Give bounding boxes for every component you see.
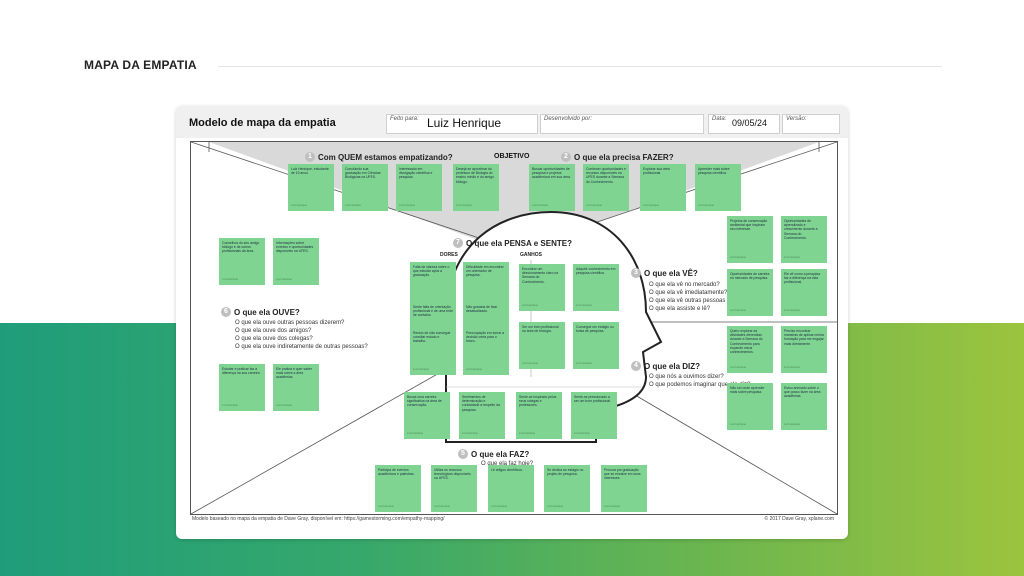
section-number-badge: 7 xyxy=(453,238,463,248)
date-field[interactable]: Data: 09/05/24 xyxy=(708,114,780,134)
does-question-1: O que ela faz hoje? xyxy=(481,461,534,467)
sees-question-1: O que ela vê no mercado? xyxy=(649,282,720,288)
gains-label: GANHOS xyxy=(520,252,542,258)
sticky-note[interactable]: Aprender mais sobre pesquisa científica.… xyxy=(695,164,741,211)
sticky-note[interactable]: Busca uma carreira significativa na área… xyxy=(404,392,450,439)
sticky-note[interactable]: Projetos de conservação ambiental que in… xyxy=(727,216,773,263)
sticky-note[interactable]: Interessado em divulgação científica e p… xyxy=(396,164,442,211)
section-does-label: O que ela FAZ? xyxy=(471,449,530,459)
made-for-field[interactable]: Feito para: Luiz Henrique xyxy=(386,114,538,134)
says-question-2: O que podemos imaginar que ela diz? xyxy=(649,382,751,388)
section-hears-title: 6 O que ela OUVE? xyxy=(221,307,300,317)
sticky-note[interactable]: Utiliza os recursos tecnológicos disponí… xyxy=(431,465,477,512)
date-label: Data: xyxy=(712,116,727,122)
hears-question-2: O que ela ouve dos amigos? xyxy=(235,328,312,334)
sticky-note[interactable]: Adquirir conhecimento em pesquisa cientí… xyxy=(573,264,619,311)
section-who-title: 1 Com QUEM estamos empatizando? xyxy=(305,152,453,162)
objective-label: OBJETIVO xyxy=(494,153,530,160)
sees-question-4: O que ela assiste e lê? xyxy=(649,306,711,312)
section-sees-label: O que ela VÊ? xyxy=(644,268,698,278)
sticky-note[interactable]: Ele pratica e quer saber mais sobre a ár… xyxy=(273,364,319,411)
empathy-map-canvas: OBJETIVO 1 Com QUEM estamos empatizando?… xyxy=(190,141,838,515)
sticky-note[interactable]: Receio de não conseguir conciliar estudo… xyxy=(410,328,456,375)
sticky-note[interactable]: Sentimentos de determinação e curiosidad… xyxy=(459,392,505,439)
sticky-note[interactable]: Sente-se inspirado pelos seus colegas e … xyxy=(516,392,562,439)
section-do-label: O que ela precisa FAZER? xyxy=(574,152,674,162)
date-value: 09/05/24 xyxy=(732,118,768,128)
empathy-map-card: Modelo de mapa da empatia Feito para: Lu… xyxy=(176,106,848,539)
sticky-note[interactable]: Informações sobre eventos e oportunidade… xyxy=(273,238,319,285)
sticky-note[interactable]: Estudar e praticar faz a diferença na su… xyxy=(219,364,265,411)
sticky-note[interactable]: Explorar sua área profissional.Luiz Henr… xyxy=(640,164,686,211)
sticky-note[interactable]: Ele vê como a pesquisa faz a diferença n… xyxy=(781,269,827,316)
sticky-note[interactable]: Preciso encontrar maneiras de aplicar mi… xyxy=(781,326,827,373)
sticky-note[interactable]: Estou animado sobre o que posso fazer na… xyxy=(781,383,827,430)
sticky-note[interactable]: Dificuldade em encontrar um orientador d… xyxy=(463,262,509,309)
hears-question-1: O que ela ouve outras pessoas dizerem? xyxy=(235,320,345,326)
version-label: Versão: xyxy=(786,116,807,122)
section-number-badge: 1 xyxy=(305,152,315,162)
sticky-note[interactable]: Conseguir um estágio ou bolsa de pesquis… xyxy=(573,322,619,369)
section-do-title: 2 O que ela precisa FAZER? xyxy=(561,152,674,162)
sticky-note[interactable]: Oportunidades de carreira no mercado de … xyxy=(727,269,773,316)
developed-by-field[interactable]: Desenvolvido por: xyxy=(540,114,704,134)
section-thinks-feels-title: 7 O que ela PENSA e SENTE? xyxy=(453,238,572,248)
sticky-note[interactable]: Não sei onde aprender mais sobre pesquis… xyxy=(727,383,773,430)
template-header: Modelo de mapa da empatia Feito para: Lu… xyxy=(176,106,848,138)
sticky-note[interactable]: Lê artigos científicos.Luiz Henrique xyxy=(488,465,534,512)
copyright-notice: © 2017 Dave Gray, xplane.com xyxy=(764,516,834,522)
section-says-label: O que ela DIZ? xyxy=(644,361,701,371)
section-number-badge: 3 xyxy=(631,268,641,278)
developed-by-label: Desenvolvido por: xyxy=(544,116,593,122)
header-divider xyxy=(218,66,942,67)
section-thinks-feels-label: O que ela PENSA e SENTE? xyxy=(466,238,572,248)
made-for-label: Feito para: xyxy=(390,116,419,122)
made-for-value: Luiz Henrique xyxy=(427,116,502,130)
sticky-note[interactable]: Deseja se aproximar do professor de Biol… xyxy=(453,164,499,211)
sticky-note[interactable]: Se dedica ao estágio no projeto de pesqu… xyxy=(544,465,590,512)
sticky-note[interactable]: Quero explorar as atividades oferecidas … xyxy=(727,326,773,373)
hears-question-3: O que ela ouve dos colegas? xyxy=(235,336,313,342)
sticky-note[interactable]: Preocupação em tomar a decisão certa par… xyxy=(463,328,509,375)
section-sees-title: 3 O que ela VÊ? xyxy=(631,268,698,278)
section-who-label: Com QUEM estamos empatizando? xyxy=(318,152,453,162)
sticky-note[interactable]: Procura por graduação que se encaixe em … xyxy=(601,465,647,512)
section-number-badge: 2 xyxy=(561,152,571,162)
sticky-note[interactable]: Participa de eventos acadêmicos e palest… xyxy=(375,465,421,512)
sticky-note[interactable]: Concluindo sua graduação em Ciências Bio… xyxy=(342,164,388,211)
section-does-title: 5 O que ela FAZ? xyxy=(458,449,529,459)
version-field[interactable]: Versão: xyxy=(782,114,840,134)
sticky-note[interactable]: Luiz Henrique, estudante de 19 anos.Luiz… xyxy=(288,164,334,211)
sticky-note[interactable]: Ser um bom profissional na área de biolo… xyxy=(519,322,565,369)
sticky-note[interactable]: Conhecer oportunidades e recursos dispon… xyxy=(583,164,629,211)
section-says-title: 4 O que ela DIZ? xyxy=(631,361,700,371)
diagonal-line-bottom-left xyxy=(191,371,442,514)
sticky-note[interactable]: Oportunidades de aprendizado e crescimen… xyxy=(781,216,827,263)
sticky-note[interactable]: Buscar oportunidades de pesquisa e proje… xyxy=(529,164,575,211)
sticky-note[interactable]: Sente-se pressionado a ser um bom profis… xyxy=(571,392,617,439)
section-number-badge: 6 xyxy=(221,307,231,317)
hears-question-4: O que ela ouve indiretamente de outras p… xyxy=(235,344,368,350)
sees-question-3: O que ela vê outras pessoas xyxy=(649,298,726,304)
section-hears-label: O que ela OUVE? xyxy=(234,307,300,317)
page-title: MAPA DA EMPATIA xyxy=(84,58,197,72)
pains-label: DORES xyxy=(440,252,458,258)
sticky-note[interactable]: Conselhos do seu amigo biólogo e de outr… xyxy=(219,238,265,285)
sticky-note[interactable]: Encontrar um direcionamento claro na Sem… xyxy=(519,264,565,311)
sees-question-2: O que ela vê imediatamente? xyxy=(649,290,728,296)
template-credit: Modelo baseado no mapa da empatia de Dav… xyxy=(192,516,445,522)
says-question-1: O que nós a ouvimos dizer? xyxy=(649,374,724,380)
section-number-badge: 4 xyxy=(631,361,641,371)
template-title: Modelo de mapa da empatia xyxy=(189,117,336,129)
section-number-badge: 5 xyxy=(458,449,468,459)
